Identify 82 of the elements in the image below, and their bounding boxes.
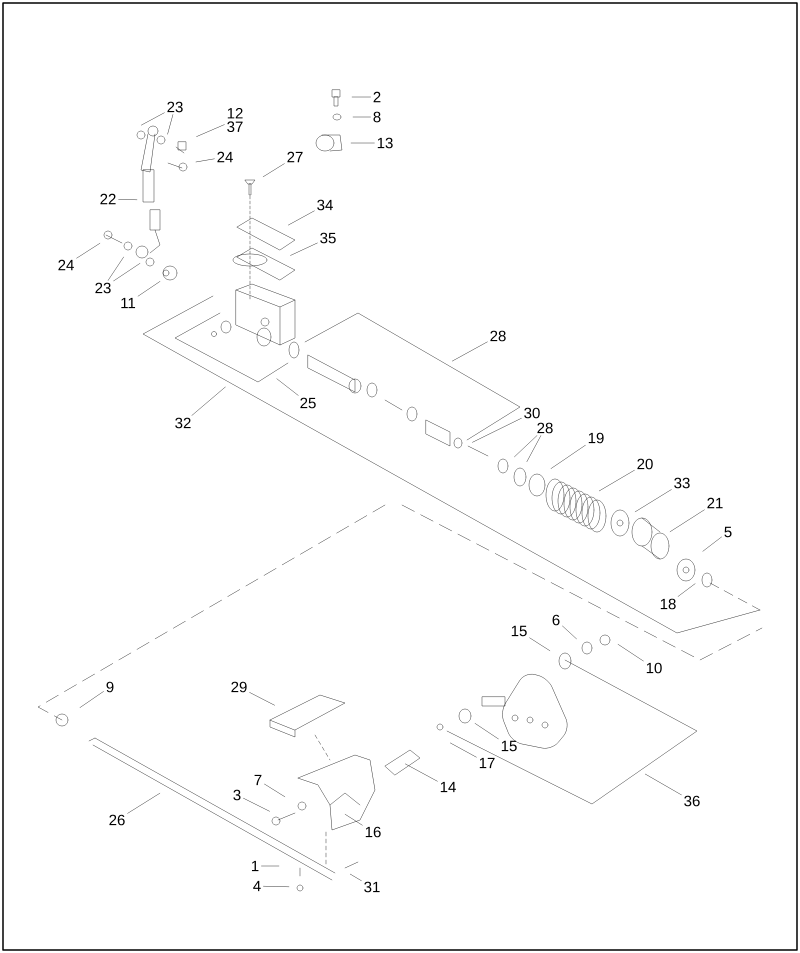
leader-line (344, 814, 363, 826)
callout-number: 21 (707, 498, 723, 508)
leader-line (405, 764, 438, 782)
leader-line (76, 243, 100, 258)
leader-line (350, 874, 362, 881)
leader-line (514, 435, 538, 458)
leader-line (670, 510, 705, 532)
leader-line (645, 774, 682, 796)
callout-number: 27 (287, 152, 303, 162)
callout-number: 30 (524, 408, 540, 418)
leader-line (196, 158, 215, 162)
leader-line (452, 342, 488, 362)
callout-number: 18 (660, 598, 676, 610)
callout-number: 28 (537, 422, 553, 434)
callout-number: 32 (175, 418, 191, 428)
callout-number: 7 (254, 774, 262, 786)
leader-line (598, 470, 635, 492)
callout-number: 25 (300, 398, 316, 408)
callout-number: 36 (684, 796, 700, 806)
leader-line (529, 638, 550, 651)
callout-number: 2 (374, 92, 380, 102)
callout-number: 34 (317, 200, 333, 210)
callout-number: 23 (95, 282, 111, 294)
callout-number: 24 (58, 260, 74, 270)
callout-number: 3 (233, 790, 240, 800)
leader-line (678, 583, 696, 597)
callout-number: 16 (366, 826, 381, 838)
callout-number: 5 (724, 526, 732, 538)
callout-number: 17 (480, 758, 495, 768)
callout-number: 8 (373, 112, 380, 122)
callout-number: 22 (100, 194, 116, 204)
leader-line (288, 210, 315, 226)
callout-number: 10 (646, 662, 662, 674)
leader-line (550, 444, 586, 469)
callout-number: 35 (320, 232, 336, 244)
callout-number: 29 (231, 682, 247, 692)
leader-line (472, 418, 522, 443)
callout-number: 1 (252, 860, 258, 872)
leader-line (290, 242, 318, 256)
callout-number: 14 (440, 782, 456, 792)
callout-number: 13 (378, 138, 393, 148)
callout-number: 24 (217, 152, 233, 162)
leader-line (243, 798, 270, 812)
callout-number: 4 (253, 880, 261, 892)
callout-number: 15 (512, 626, 527, 636)
callout-number: 26 (109, 814, 125, 826)
leader-line (352, 96, 371, 98)
leader-line (192, 386, 226, 416)
leader-line (141, 112, 165, 126)
leader-line (618, 644, 644, 662)
leader-line (138, 281, 160, 296)
leader-line (450, 742, 477, 758)
callout-number: 33 (674, 478, 690, 488)
callout-number: 6 (552, 614, 560, 626)
leader-line (263, 886, 290, 888)
leader-line (167, 114, 174, 134)
leader-line (108, 256, 124, 281)
leader-line (562, 626, 577, 640)
callout-number: 15 (502, 740, 517, 752)
leader-line (264, 784, 286, 798)
leader-line (352, 116, 371, 118)
leader-line (113, 263, 140, 282)
leader-line (118, 199, 138, 200)
leader-line (249, 692, 275, 706)
callout-number: 23 (167, 102, 183, 112)
leader-line (702, 536, 722, 552)
leader-line (474, 723, 499, 740)
leader-line (127, 792, 160, 814)
leader-line (526, 435, 542, 462)
leader-line (80, 691, 104, 708)
callout-number: 31 (364, 882, 380, 892)
leader-line (262, 163, 285, 178)
leader-line (634, 489, 672, 512)
leader-line (196, 124, 225, 137)
callout-number: 12 37 (227, 108, 243, 132)
callout-number: 11 (121, 298, 136, 308)
callout-number: 19 (588, 432, 604, 444)
callout-number: 28 (490, 330, 506, 342)
leader-line (350, 142, 375, 144)
callout-number: 20 (637, 458, 653, 470)
leader-line (276, 378, 299, 396)
callout-number: 9 (106, 682, 114, 692)
